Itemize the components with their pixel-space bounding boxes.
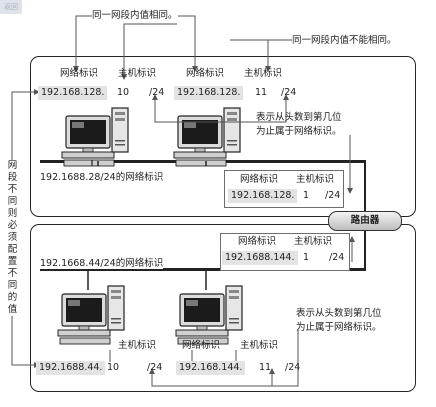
lower-pc2-net-value: 192.168.144.	[176, 361, 246, 375]
lower-explain-line-2: 为止属于网络标识。	[296, 322, 382, 333]
upper-pc2-prefix: /24	[281, 87, 297, 98]
upper-router-net-label: 网络标识	[240, 174, 279, 185]
router-downlink	[364, 228, 366, 270]
lower-pc2-prefix: /24	[285, 362, 301, 373]
upper-pc1-host-label: 主机标识	[118, 68, 157, 79]
upper-router-host-value: 1	[303, 190, 310, 201]
upper-explain-line-1: 表示从头数到第几位	[256, 112, 342, 123]
lower-pc1-host-value: 10	[107, 362, 120, 373]
upper-pc2-net-value: 192.168.128.	[174, 86, 244, 100]
lower-explain-line-1: 表示从头数到第几位	[296, 308, 382, 319]
lower-network-bus	[40, 268, 366, 271]
upper-pc1-prefix: /24	[149, 87, 165, 98]
upper-pc2-net-label: 网络标识	[186, 68, 225, 79]
upper-router-net-value: 192.168.128.	[228, 189, 298, 203]
lower-router-net-label: 网络标识	[238, 236, 277, 247]
lower-pc-2	[175, 285, 243, 345]
upper-pc1-host-value: 10	[117, 87, 130, 98]
upper-segment-label: 192.1688.28/24的网络标识	[40, 172, 164, 183]
upper-pc-1	[61, 107, 129, 167]
lower-pc2-net-label: 网络标识	[182, 340, 221, 351]
lower-router-host-value: 1	[303, 252, 310, 263]
upper-pc1-net-label: 网络标识	[60, 68, 99, 79]
lower-pc1-host-label: 主机标识	[118, 340, 157, 351]
lower-pc2-host-label: 主机标识	[240, 340, 279, 351]
lower-pc-1	[57, 285, 125, 345]
watermark-badge: 返回	[0, 0, 22, 14]
upper-pc-2	[173, 107, 241, 167]
upper-pc2-host-value: 11	[255, 87, 268, 98]
side-note-vertical: 网段不同则必须配置不同的值	[7, 160, 18, 316]
lower-pc1-prefix: /24	[147, 362, 163, 373]
router-uplink	[364, 160, 366, 213]
lower-router-prefix: /24	[329, 252, 345, 263]
upper-router-host-label: 主机标识	[296, 174, 335, 185]
router: 路由器	[328, 211, 402, 231]
lower-pc1-net-value: 192.1688.44.	[36, 361, 106, 375]
lower-segment-label: 192.1668.44/24的网络标识	[40, 258, 164, 269]
upper-pc2-host-label: 主机标识	[244, 68, 283, 79]
upper-explain-line-2: 为止属于网络标识。	[256, 126, 342, 137]
lower-router-host-label: 主机标识	[294, 236, 333, 247]
lower-pc2-host-value: 11	[259, 362, 272, 373]
upper-pc1-net-value: 192.168.128.	[38, 86, 108, 100]
note-same-value: 同一网段内值相同。	[92, 10, 178, 21]
upper-router-prefix: /24	[325, 190, 341, 201]
lower-router-net-value: 192.1688.144.	[222, 251, 298, 265]
note-different-value: 同一网段内值不能相同。	[292, 35, 397, 46]
